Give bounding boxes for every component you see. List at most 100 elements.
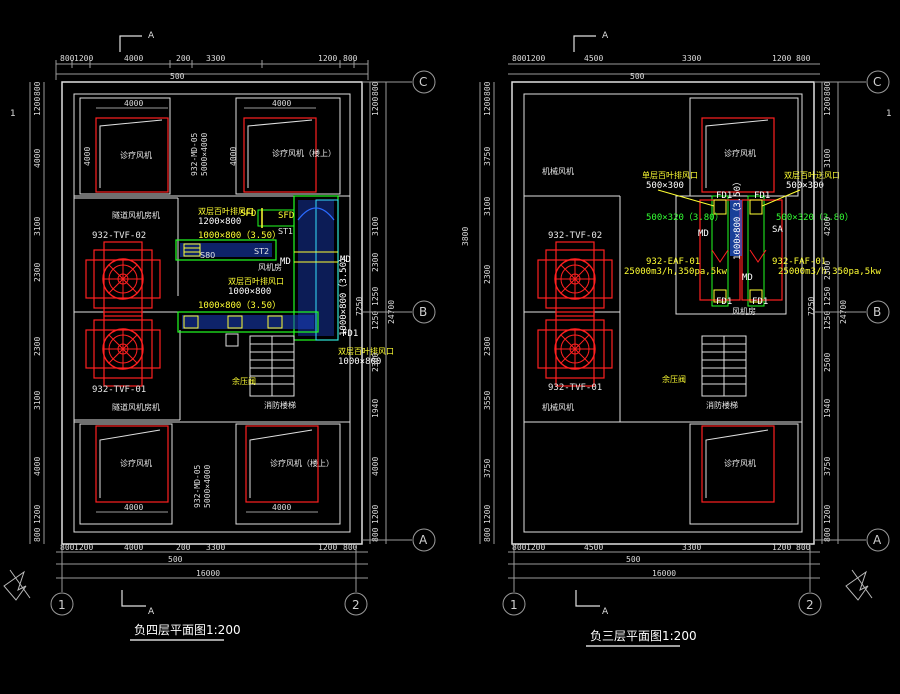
dim-top-0: 800 [60,54,75,63]
fan-room-top-r-label: 机械风机 [542,166,574,176]
sa-label: SA [772,225,783,235]
axis-bubble-a-r: A [814,528,890,552]
shaft-sw-width: 4000 [124,503,143,512]
dim-right-4: 2300 [371,353,380,372]
dim-left-r-7: 3550 [483,391,492,410]
md-right-label: MD [340,255,351,265]
tvf-fan-top [85,241,161,317]
dim-left-6: 3100 [33,391,42,410]
dim-bot-r-6: 500 [626,555,641,564]
dim-top-5: 1200 [318,54,337,63]
shaft-sw: 4000 诊疗风机 [79,423,173,525]
dim-right-r-2: 3100 [823,149,832,168]
dim-bot-r-4: 1200 [772,543,791,552]
dim-right-r-8: 1940 [823,399,832,418]
dim-right-r-6: 1250 [823,311,832,330]
dim-top-r-5: 800 [796,54,811,63]
shaft-ne-r-label: 诊疗风机 [724,148,756,158]
louver-top-size: 1200×800 [198,217,241,227]
fd1-tr-label: FD1 [754,191,770,201]
north-arrow-icon-r [845,569,873,601]
axis-2-r-label: 2 [806,598,814,612]
shaft-nw-width: 4000 [124,99,143,108]
faf-spec: 25000m3/h,350pa,5kw [778,267,882,277]
center-room-r-label: 风机房 [732,306,756,316]
axis-a-r-label: A [873,533,882,547]
section-mark-bottom: A [121,590,155,617]
dim-bot-1: 1200 [74,543,93,552]
dim-top-r-6: 500 [630,72,645,81]
dim-left-1: 800 [33,81,42,96]
dim-left-8: 1200 [33,505,42,524]
center-room-label: 风机房 [258,262,282,272]
section-letter-bottom-r: A [602,607,609,617]
louver-r-size: 500×300 [786,181,824,191]
duct-vert-size: 1000×800（3.50） [338,253,349,336]
north-arrow-icon [3,569,31,601]
louver-r-label: 双层百叶送风口 [784,170,840,180]
dim-top-1: 1200 [74,54,93,63]
inner-wall [73,93,351,533]
dim-right-5: 1250 [371,287,380,306]
dim-bot-r-total: 16000 [652,569,676,578]
axis-bubble-a: A [362,528,436,552]
fan-room-bottom-r-label: 机械风机 [542,402,574,412]
fd1-bl-label: FD1 [716,297,732,307]
dim-bot-6: 800 [343,543,358,552]
dim-right-6: 1250 [371,311,380,330]
st1-label: ST1 [278,227,293,236]
shaft-ne-height: 4000 [229,147,238,166]
shaft-ne: 4000 4000 诊疗风机（楼上） [229,97,341,195]
shaft-nw-height: 4000 [83,147,92,166]
duct-vert-r-size: 1000×800（3.50） [732,177,743,260]
fd1-br-label: FD1 [752,297,768,307]
dimension-right: 800 1200 3100 2300 2300 1250 1250 1940 4… [355,81,396,544]
louver-l-size: 500×300 [646,181,684,191]
dimension-bottom-r: 800 1200 4500 3300 1200 800 500 16000 [508,543,820,579]
md-top-line2: 5000×4000 [200,132,209,176]
dim-top-r-2: 4500 [584,54,603,63]
duct-system-b4 [175,195,339,341]
dim-left-2: 4000 [33,149,42,168]
dim-right-r-3: 4200 [823,217,832,236]
dimension-top-r: 800 1200 4500 3300 1200 800 500 [508,54,820,81]
duct-mid-size: 1000×800（3.50） [198,300,281,311]
tvf-fan-top-r [537,241,613,317]
fd1-tl-label: FD1 [716,191,732,201]
md-left-label: MD [280,257,291,267]
dim-left-r-3: 3100 [483,197,492,216]
dim-bot-4: 3300 [206,543,225,552]
dim-top-r-4: 1200 [772,54,791,63]
plan-title: 负四层平面图1:200 [134,623,241,637]
dim-right-3: 2300 [371,253,380,272]
shaft-se-width: 4000 [272,503,291,512]
dim-top-4: 3300 [206,54,225,63]
dimension-top: 800 1200 4000 200 3300 1200 800 500 [55,54,369,81]
dim-top-r-3: 3300 [682,54,701,63]
section-mark-bottom-r: A [575,590,609,617]
dim-left-4: 2300 [33,263,42,282]
dimension-left-r: 1200 800 3750 3100 3800 2300 2300 3550 3… [461,81,892,544]
dim-left-r-8: 3750 [483,459,492,478]
sfd2-label: SFD [278,211,294,221]
side-mark: 1 [10,109,16,119]
dim-top-3: 200 [176,54,191,63]
shaft-nw-label: 诊疗风机 [120,150,152,160]
louver-mid-size: 1000×800 [228,287,271,297]
dim-bot-r-1: 1200 [526,543,545,552]
dim-bot-3: 200 [176,543,191,552]
fan-room-top-label: 隧道风机房机 [112,210,160,220]
dim-bot-r-2: 4500 [584,543,603,552]
faf-label: 932-FAF-01 [772,257,826,267]
s80-label: S80 [200,251,215,260]
tvf-fan-bottom-r [537,311,613,387]
dim-right-r-7: 2500 [823,353,832,372]
dimension-left: 1200 800 4000 3100 2300 2300 3100 4000 1… [10,81,45,544]
axis-c-r-label: C [873,75,881,89]
inner-wall-r [523,93,803,533]
dim-right-7: 1940 [371,399,380,418]
section-letter-top: A [148,31,155,41]
dim-top-7: 500 [170,72,185,81]
duct-l-size: 500×320（3.80） [646,212,724,223]
shaft-se-r-label: 诊疗风机 [724,458,756,468]
